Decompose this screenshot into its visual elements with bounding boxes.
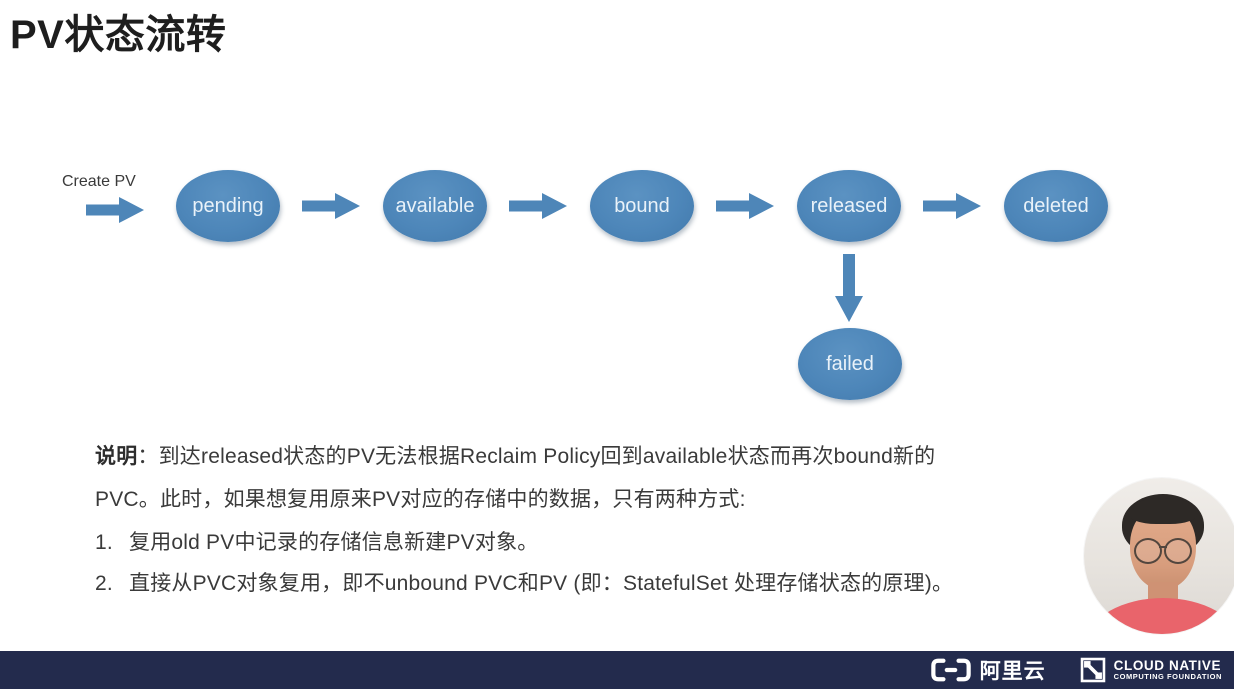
explanation-item-2: 2.直接从PVC对象复用，即不unbound PVC和PV (即：Statefu…	[95, 572, 954, 595]
cncf-label-line2: COMPUTING FOUNDATION	[1113, 672, 1222, 682]
cncf-mark-icon	[1080, 657, 1105, 683]
explanation-line-1: 说明：到达released状态的PV无法根据Reclaim Policy回到av…	[95, 445, 936, 468]
state-node-released: released	[797, 170, 901, 242]
presenter-fringe	[1128, 498, 1198, 524]
cncf-label-line1: CLOUD NATIVE	[1113, 657, 1222, 673]
webcam-overlay	[1084, 478, 1234, 634]
cncf-logo: CLOUD NATIVE COMPUTING FOUNDATION	[1080, 657, 1222, 683]
page-title: PV状态流转	[10, 13, 227, 57]
explanation-line-2: PVC。此时，如果想复用原来PV对应的存储中的数据，只有两种方式:	[95, 488, 746, 511]
flow-arrow-icon	[509, 193, 567, 219]
state-label: released	[810, 194, 888, 217]
presenter-glasses	[1132, 538, 1194, 564]
footer-bar: 阿里云 CLOUD NATIVE COMPUTING FOUNDATION	[0, 651, 1234, 689]
alibaba-cloud-brackets-icon	[930, 658, 971, 682]
flow-arrow-icon	[86, 197, 144, 223]
flow-arrow-icon	[716, 193, 774, 219]
state-node-available: available	[383, 170, 487, 242]
state-label: available	[395, 194, 475, 217]
create-pv-label: Create PV	[62, 173, 136, 190]
flow-arrow-down-icon	[835, 254, 863, 322]
state-label: failed	[826, 352, 874, 375]
explanation-item-1: 1.复用old PV中记录的存储信息新建PV对象。	[95, 531, 539, 554]
flow-arrow-icon	[302, 193, 360, 219]
flow-arrow-icon	[923, 193, 981, 219]
state-node-deleted: deleted	[1004, 170, 1108, 242]
presenter-shirt	[1088, 598, 1234, 634]
state-node-failed: failed	[798, 328, 902, 400]
alibaba-cloud-logo: 阿里云	[930, 655, 1046, 685]
item-number: 2.	[95, 572, 113, 595]
state-node-pending: pending	[176, 170, 280, 242]
alibaba-cloud-label: 阿里云	[979, 660, 1046, 683]
explanation-label: 说明	[95, 445, 138, 468]
item-number: 1.	[95, 531, 113, 554]
state-label: deleted	[1023, 194, 1089, 217]
state-label: bound	[614, 194, 670, 217]
state-label: pending	[192, 194, 264, 217]
state-node-bound: bound	[590, 170, 694, 242]
